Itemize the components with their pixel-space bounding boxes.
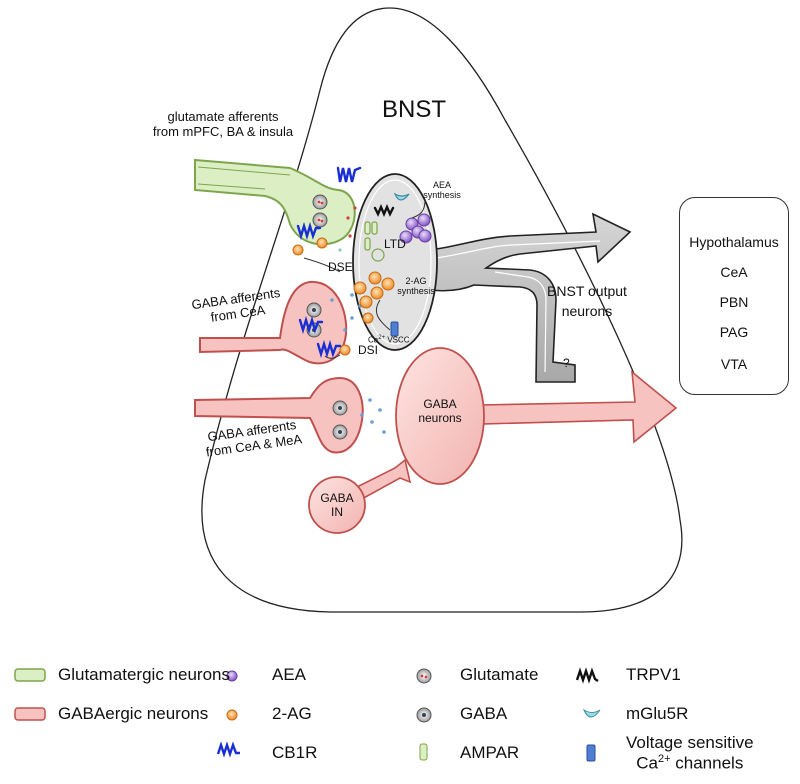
- vscc-ca: Ca: [368, 335, 379, 345]
- legend-gabaergic: GABAergic neurons: [58, 704, 209, 723]
- bnst-output-line1: BNST output: [547, 283, 627, 299]
- gaba-neurons-line1: GABA: [423, 397, 457, 411]
- projection-targets-box: Hypothalamus CeA PBN PAG VTA: [679, 197, 789, 395]
- gaba-afferent-cea-mea-terminal: [194, 376, 364, 454]
- gaba-in-line1: GABA: [320, 491, 354, 505]
- legend-ampar: AMPAR: [460, 743, 520, 762]
- legend-aea: AEA: [272, 665, 307, 684]
- legend-vscc-sup: 2+: [658, 752, 671, 765]
- vscc-label: Ca2+ VSCC: [368, 335, 410, 345]
- legend-2ag: 2-AG: [272, 704, 312, 723]
- gaba-neurons-projection: [395, 347, 678, 485]
- target-hypothalamus: Hypothalamus: [689, 234, 779, 250]
- legend-trpv1-icon: [575, 667, 599, 684]
- legend-2ag-icon: [226, 709, 238, 721]
- legend-gaba-icon: [14, 707, 46, 721]
- glut-afferents-label: glutamate afferents from mPFC, BA & insu…: [128, 109, 318, 140]
- glutamate-vesicles: [312, 194, 328, 228]
- gaba-interneuron: [308, 458, 412, 534]
- vscc-channel: [390, 321, 399, 337]
- aea-molecules: [399, 213, 432, 244]
- gaba-neurons-line2: neurons: [418, 410, 462, 425]
- vscc-text: VSCC: [387, 335, 410, 345]
- dse-label: DSE: [328, 260, 353, 274]
- gaba-neurons-label: GABA neurons: [410, 397, 470, 426]
- legend-vscc-ca: Ca: [636, 753, 658, 773]
- legend-vscc-line2: Ca2+ channels: [626, 753, 754, 773]
- output-neuron-arrow: [429, 212, 632, 383]
- aea-synthesis-label: AEA synthesis: [417, 180, 467, 201]
- two-ag-synthesis-label: 2-AG synthesis: [392, 276, 440, 297]
- ltd-label: LTD: [384, 237, 406, 251]
- target-vta: VTA: [720, 356, 748, 372]
- question-mark: ?: [563, 356, 570, 370]
- two-ag-molecules: [292, 237, 395, 356]
- legend-vscc-rest: channels: [670, 753, 744, 773]
- gaba-neurons-soma: [395, 347, 485, 485]
- aea-synthesis-line2: synthesis: [423, 190, 461, 201]
- vscc-ca-sup: 2+: [378, 335, 386, 341]
- legend-vscc-line1: Voltage sensitive: [626, 733, 754, 752]
- trpv1-receptor: [373, 203, 395, 218]
- legend-glutamatergic: Glutamatergic neurons: [58, 665, 230, 684]
- dsi-label: DSI: [358, 343, 379, 357]
- glut-afferents-line1: glutamate afferents: [167, 109, 279, 124]
- legend-glutamate: Glutamate: [460, 665, 539, 684]
- legend-vscc: Voltage sensitive Ca2+ channels: [626, 733, 754, 773]
- bnst-output-label: BNST output neurons: [532, 283, 642, 319]
- bnst-region: [201, 7, 683, 613]
- gaba-afferent-cea-terminal: [199, 280, 348, 365]
- gaba-vesicles: [306, 302, 348, 440]
- legend-ampar-icon: [419, 743, 428, 761]
- mglu5r-receptor: [393, 192, 410, 201]
- legend-glut-icon: [14, 668, 46, 682]
- legend-mglu5r: mGlu5R: [626, 704, 689, 723]
- legend-trpv1: TRPV1: [626, 665, 681, 684]
- target-pag: PAG: [719, 324, 749, 340]
- legend-icons: [14, 667, 601, 762]
- legend-vscc-icon: [586, 744, 596, 762]
- bnst-title: BNST: [382, 96, 447, 123]
- aea-synthesis-line1: AEA: [432, 180, 451, 190]
- legend-gaba: GABA: [460, 704, 508, 723]
- output-neuron-soma: [352, 173, 438, 351]
- two-ag-synthesis-line2: synthesis: [397, 286, 435, 297]
- two-ag-synthesis-line1: 2-AG: [405, 276, 427, 286]
- legend-cb1r-icon: [216, 741, 240, 758]
- cb1r-receptors: [296, 166, 362, 359]
- ampar-receptors: [364, 221, 378, 251]
- legend-mglu5r-icon: [582, 708, 601, 718]
- gaba-in-line2: IN: [331, 504, 343, 519]
- gaba-in-label: GABA IN: [317, 491, 357, 520]
- legend-aea-icon: [226, 670, 238, 682]
- legend-glutamate-icon: [416, 668, 432, 684]
- legend-cb1r: CB1R: [272, 743, 318, 762]
- target-pbn: PBN: [719, 294, 749, 310]
- bnst-output-line2: neurons: [561, 303, 613, 320]
- glut-afferents-line2: from mPFC, BA & insula: [152, 123, 294, 139]
- target-cea: CeA: [720, 264, 748, 280]
